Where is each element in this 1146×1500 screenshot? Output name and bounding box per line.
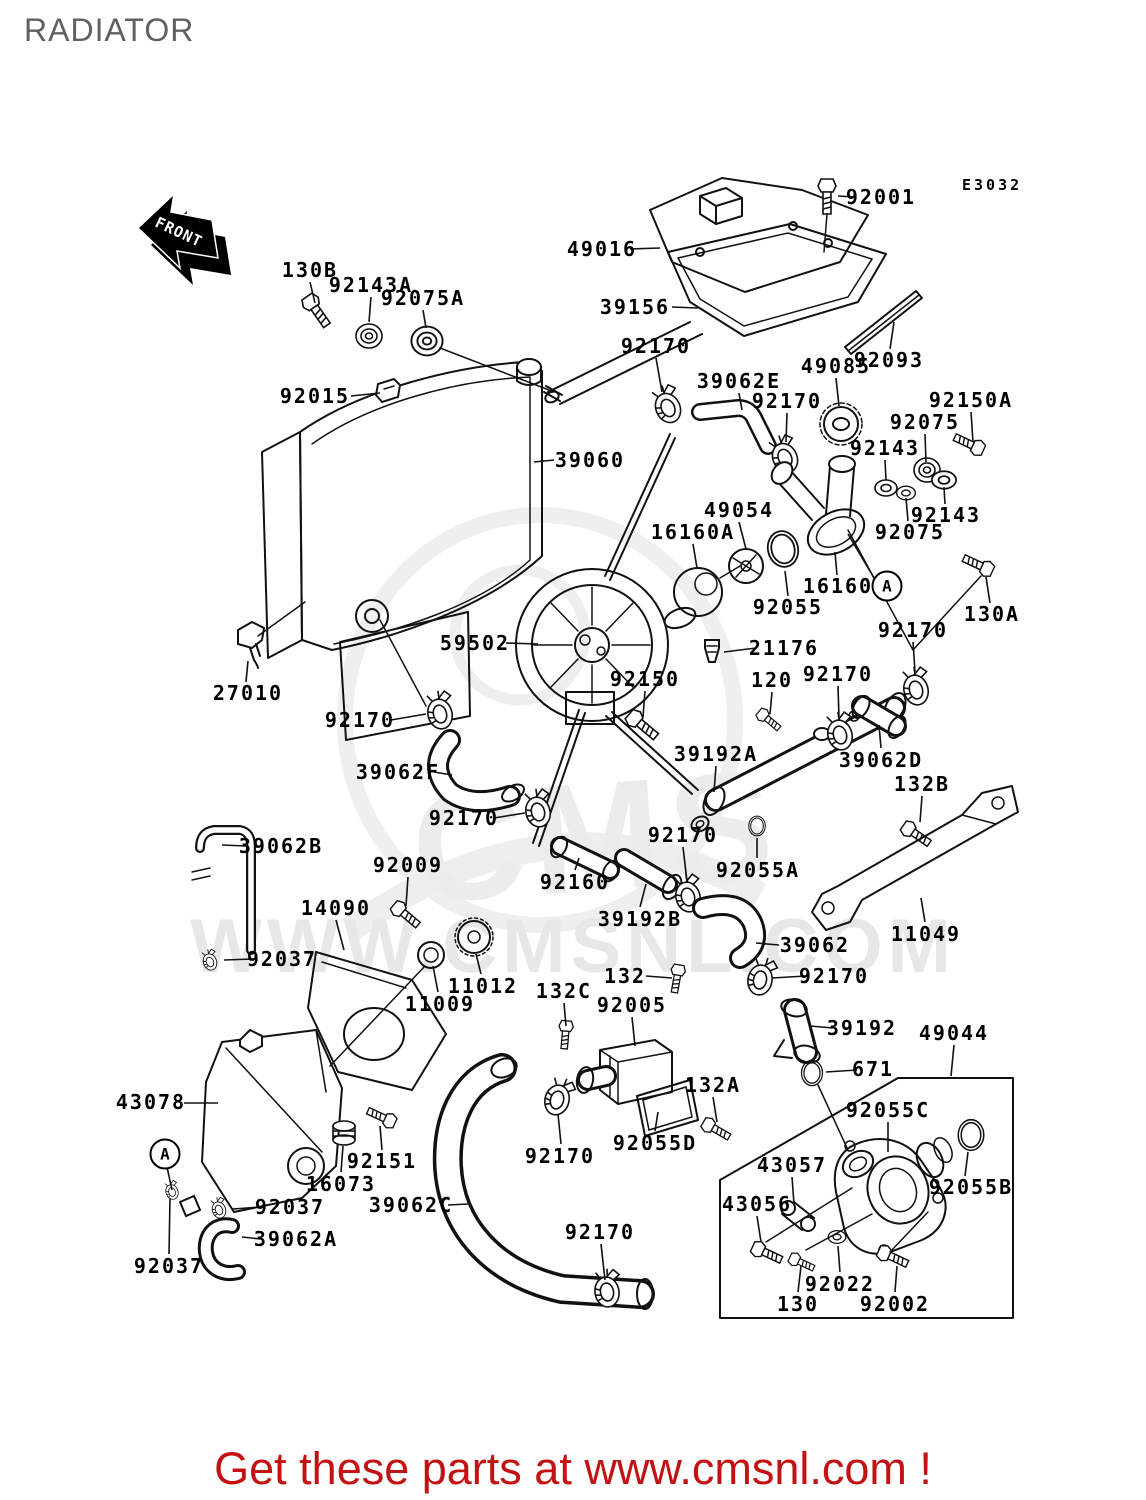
part-label: 14090 bbox=[300, 896, 372, 920]
part-label: 92170 bbox=[802, 662, 874, 686]
part-label: 92093 bbox=[853, 348, 925, 372]
water-pump-box-drawing bbox=[719, 1077, 1014, 1319]
part-label: 92075A bbox=[380, 286, 466, 310]
part-label: 92055 bbox=[752, 595, 824, 619]
part-label: 11009 bbox=[404, 992, 476, 1016]
reserve-tank-drawing bbox=[162, 825, 494, 1281]
part-label: 11012 bbox=[447, 974, 519, 998]
part-label: 49054 bbox=[703, 498, 775, 522]
part-label: 92075 bbox=[874, 520, 946, 544]
cooling-fan-drawing bbox=[515, 433, 699, 847]
part-label: 39156 bbox=[599, 295, 671, 319]
part-label: 92055B bbox=[928, 1175, 1014, 1199]
part-label: 92170 bbox=[524, 1144, 596, 1168]
part-label: 39062B bbox=[238, 834, 324, 858]
part-label: 49044 bbox=[918, 1021, 990, 1045]
ref-marker: A bbox=[871, 570, 903, 602]
part-label: 120 bbox=[750, 668, 794, 692]
part-label: 39062D bbox=[838, 748, 924, 772]
part-label: 39192A bbox=[673, 742, 759, 766]
part-label: 92151 bbox=[346, 1149, 418, 1173]
part-label: 92002 bbox=[859, 1292, 931, 1316]
part-label: 92075 bbox=[889, 410, 961, 434]
part-label: 92170 bbox=[428, 806, 500, 830]
lower-fitting-drawing bbox=[432, 1019, 734, 1310]
part-label: 16160 bbox=[802, 574, 874, 598]
part-label: 49016 bbox=[566, 237, 638, 261]
part-label: 59502 bbox=[439, 631, 511, 655]
part-label: 92001 bbox=[845, 185, 917, 209]
part-label: 92055A bbox=[715, 858, 801, 882]
part-label: 92170 bbox=[751, 389, 823, 413]
part-label: 92037 bbox=[246, 947, 318, 971]
radiator-core-drawing bbox=[261, 358, 563, 741]
part-label: 16160A bbox=[650, 520, 736, 544]
part-label: 92170 bbox=[564, 1220, 636, 1244]
part-label: 92170 bbox=[798, 964, 870, 988]
leader-lines bbox=[166, 195, 991, 1293]
watermark-url-text: WWW.CMSNL.COM bbox=[190, 904, 956, 989]
part-label: 49085 bbox=[800, 354, 872, 378]
part-label: 92150A bbox=[928, 388, 1014, 412]
footer-banner[interactable]: Get these parts at www.cmsnl.com ! bbox=[214, 1443, 932, 1494]
part-label: 130B bbox=[281, 258, 339, 282]
part-label: 39062A bbox=[253, 1227, 339, 1251]
part-label: 92143A bbox=[328, 273, 414, 297]
part-label: 92055C bbox=[845, 1098, 931, 1122]
part-label: 92143 bbox=[849, 436, 921, 460]
part-label: 132C bbox=[535, 979, 593, 1003]
part-label: 92037 bbox=[133, 1254, 205, 1278]
bracket-drawing bbox=[811, 785, 1019, 931]
part-label: 21176 bbox=[748, 636, 820, 660]
part-label: 92170 bbox=[647, 823, 719, 847]
part-label: 132A bbox=[684, 1073, 742, 1097]
part-label: 92160 bbox=[539, 870, 611, 894]
part-label: 671 bbox=[851, 1057, 895, 1081]
part-label: 39192B bbox=[597, 907, 683, 931]
part-label: 11049 bbox=[890, 922, 962, 946]
part-label: 92150 bbox=[609, 667, 681, 691]
part-label: 39062E bbox=[696, 369, 782, 393]
part-label: 130A bbox=[963, 602, 1021, 626]
page-title: RADIATOR bbox=[24, 12, 195, 48]
water-pipe-drawing bbox=[622, 639, 936, 851]
part-label: 39062F bbox=[355, 760, 441, 784]
part-label: 39062C bbox=[368, 1193, 454, 1217]
part-label: 92170 bbox=[877, 618, 949, 642]
part-label: 132B bbox=[893, 772, 951, 796]
part-label: 92005 bbox=[596, 993, 668, 1017]
shroud-plate-drawing bbox=[544, 177, 923, 405]
part-label: 132 bbox=[603, 964, 647, 988]
part-label: 27010 bbox=[212, 681, 284, 705]
part-label: 39060 bbox=[554, 448, 626, 472]
part-label: 92022 bbox=[804, 1272, 876, 1296]
part-label: 92009 bbox=[372, 853, 444, 877]
part-label: 92170 bbox=[620, 334, 692, 358]
part-label: 130 bbox=[776, 1292, 820, 1316]
part-label: 43078 bbox=[115, 1090, 187, 1114]
part-label: 39062 bbox=[779, 933, 851, 957]
part-label: 92143 bbox=[910, 503, 982, 527]
front-direction-arrow: FRONT bbox=[136, 191, 231, 285]
part-label: 39192 bbox=[826, 1016, 898, 1040]
part-label: 92037 bbox=[254, 1195, 326, 1219]
part-label: 92015 bbox=[279, 384, 351, 408]
middle-pipes-drawing bbox=[421, 687, 849, 1151]
part-label: 92170 bbox=[324, 708, 396, 732]
radiator-mount-parts-drawing bbox=[298, 290, 550, 391]
part-label: 16073 bbox=[305, 1172, 377, 1196]
part-label: 43057 bbox=[756, 1153, 828, 1177]
part-label: 43056 bbox=[721, 1192, 793, 1216]
part-label: 92055D bbox=[612, 1131, 698, 1155]
ref-marker: A bbox=[149, 1138, 181, 1170]
thermostat-assembly-drawing bbox=[237, 380, 997, 707]
diagram-code: E3032 bbox=[962, 176, 1023, 194]
